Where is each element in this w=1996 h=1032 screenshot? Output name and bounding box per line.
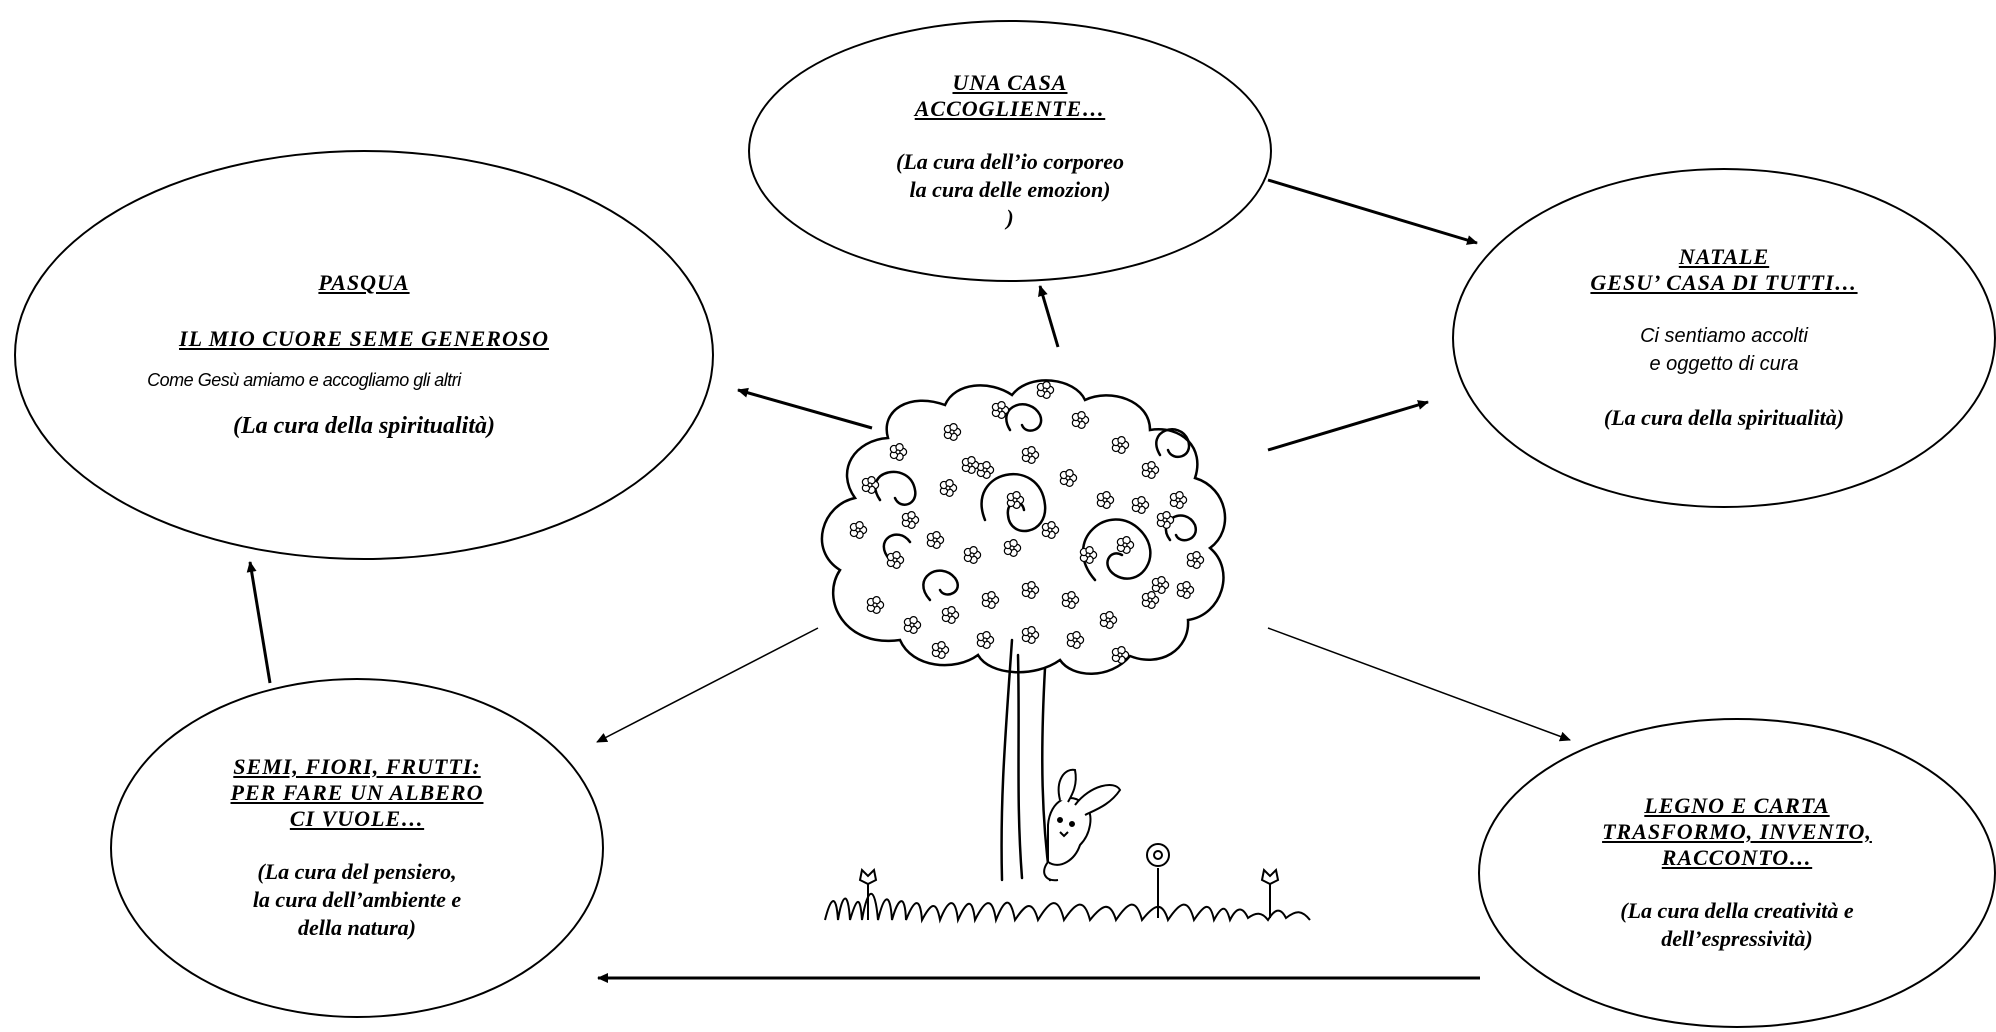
node-title-2: IL MIO CUORE SEME GENEROSO: [179, 326, 549, 351]
node-legno-e-carta: LEGNO E CARTA TRASFORMO, INVENTO, RACCON…: [1478, 718, 1996, 1028]
tree-flower: [1141, 591, 1160, 609]
tree-flower: [1021, 581, 1040, 599]
tree-flower: [976, 461, 995, 479]
node-title: NATALE GESU’ CASA DI TUTTI…: [1590, 244, 1858, 295]
tree-flower: [1036, 381, 1055, 399]
node-natale: NATALE GESU’ CASA DI TUTTI… Ci sentiamo …: [1452, 168, 1996, 508]
tree-flower: [991, 401, 1010, 419]
arrow-tree-to-semi: [596, 627, 819, 743]
tree-flower: [963, 546, 982, 564]
tree-flower: [1099, 611, 1118, 629]
tree-flower: [981, 591, 1000, 609]
tree-flower: [1096, 491, 1115, 509]
tree-flower: [903, 616, 922, 634]
tree-flower: [1156, 511, 1175, 529]
tree-flower: [886, 551, 905, 569]
tree-flowers: [849, 381, 1205, 664]
tree-flower: [1066, 631, 1085, 649]
tree-flower: [1151, 576, 1170, 594]
tree-flower: [1186, 551, 1205, 569]
tree-flower: [1141, 461, 1160, 479]
tree-flower: [943, 423, 962, 441]
node-title: SEMI, FIORI, FRUTTI: PER FARE UN ALBERO …: [230, 754, 484, 831]
rabbit: [1043, 768, 1122, 882]
arrow-tree-to-natale: [1267, 400, 1429, 452]
tree-flower: [1061, 591, 1080, 609]
node-semi-fiori-frutti: SEMI, FIORI, FRUTTI: PER FARE UN ALBERO …: [110, 678, 604, 1018]
node-subtitle: Ci sentiamo accolti e oggetto di cura: [1640, 325, 1808, 375]
tree-flower: [866, 596, 885, 614]
arrows: [246, 178, 1571, 983]
arrow-semi-to-pasqua: [246, 561, 272, 684]
tree-flower: [1059, 469, 1078, 487]
tree-flower: [931, 641, 950, 659]
node-title: PASQUA: [318, 270, 410, 295]
tree-flower: [889, 443, 908, 461]
tree-flower: [1169, 491, 1188, 509]
node-care: (La cura della creatività e dell’espress…: [1620, 898, 1854, 951]
tree-flower: [926, 531, 945, 549]
node-care: (La cura dell’io corporeo la cura delle …: [896, 149, 1124, 230]
node-casa-accogliente: UNA CASA ACCOGLIENTE… (La cura dell’io c…: [748, 20, 1272, 282]
tree-flower: [849, 521, 868, 539]
tree-flower: [941, 606, 960, 624]
arrow-tree-to-legno: [1267, 627, 1571, 742]
tree-flower: [939, 479, 958, 497]
tree-flower: [861, 476, 880, 494]
node-care: (La cura della spiritualità): [1603, 405, 1845, 430]
node-subtitle: Come Gesù amiamo e accogliamo gli altri: [147, 370, 461, 390]
tree-flower: [1079, 546, 1098, 564]
node-care: (La cura del pensiero, la cura dell’ambi…: [252, 859, 462, 940]
tree-flower: [1111, 436, 1130, 454]
tree-trunk: [1000, 638, 1052, 882]
arrow-tree-to-casa: [1038, 285, 1060, 348]
grass: [824, 868, 1311, 924]
arrow-casa-to-natale: [1267, 178, 1478, 245]
tree-flower: [1176, 581, 1195, 599]
tree-flower: [1021, 626, 1040, 644]
tree-flower: [1006, 491, 1025, 509]
node-pasqua: PASQUA IL MIO CUORE SEME GENEROSO Come G…: [14, 150, 714, 560]
small-flowers: [858, 843, 1280, 886]
tree-flower: [976, 631, 995, 649]
tree-flower: [901, 511, 920, 529]
tree-flower: [1071, 411, 1090, 429]
tree-flower: [1003, 539, 1022, 557]
tree-flower: [961, 456, 980, 474]
node-title: LEGNO E CARTA TRASFORMO, INVENTO, RACCON…: [1602, 793, 1872, 870]
node-care: (La cura della spiritualità): [232, 413, 495, 439]
tree-flower: [1116, 536, 1135, 554]
tree-flower: [1111, 646, 1130, 664]
tree-flower: [1041, 521, 1060, 539]
tree-flower: [1131, 496, 1150, 514]
tree-flower: [1021, 446, 1040, 464]
arrow-tree-to-pasqua: [737, 387, 873, 430]
tree-crown: [820, 379, 1227, 675]
node-title: UNA CASA ACCOGLIENTE…: [914, 70, 1106, 121]
